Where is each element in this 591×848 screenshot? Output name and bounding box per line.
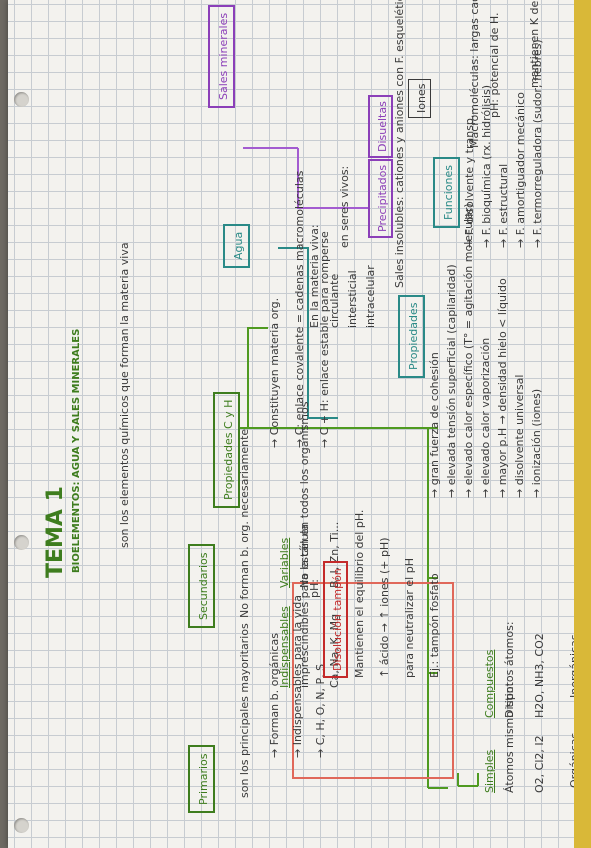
propiedades-ch-box: Propiedades C y H: [213, 391, 240, 508]
prop-agua-7: → ionización (iones): [530, 388, 543, 498]
simples-example: O2, Cl2, I2: [533, 735, 546, 793]
ch-prop-1: → Constituyen materia org.: [268, 297, 281, 448]
propiedades-agua-label: Propiedades: [407, 302, 420, 370]
rotated-notes: TEMA 1 BIOELEMENTOS: AGUA Y SALES MINERA…: [8, 0, 591, 848]
tampon-line-4: Ej.: tampón fosfato: [428, 573, 441, 678]
prop-agua-5: → mayor p.H → densidad hielo < líquido: [496, 278, 509, 498]
funciones-label: Funciones: [442, 165, 455, 220]
intro-text: son los elementos químicos que forman la…: [118, 242, 131, 548]
primarios-box: Primarios: [188, 745, 215, 813]
notebook-binding: [574, 0, 591, 848]
binder-hole: [14, 818, 29, 833]
materia-item-2: intersticial: [346, 270, 359, 328]
binder-hole: [14, 535, 29, 550]
variables-label: Variables: [278, 537, 291, 588]
prop-agua-1: → gran fuerza de cohesión: [428, 352, 441, 498]
secundarios-box: Secundarios: [188, 544, 215, 628]
agua-box: Agua: [223, 223, 250, 268]
tampon-label: Disolución tampón: [331, 568, 344, 671]
funcion-4: → F. amortiguador mecánico: [514, 92, 527, 248]
iones-label: Iones: [415, 83, 428, 113]
prop-agua-2: → elevada tensión superficial (capilarid…: [445, 264, 458, 498]
macro-note: Macromoléculas: largas cadenas de C: [468, 0, 481, 148]
sales-precip: Sales insolubles: cationes y aniones con…: [393, 0, 406, 288]
tampon-line-1: Mantienen el equilibrio del pH.: [353, 509, 366, 678]
compuestos-desc: Distintos átomos:: [503, 621, 516, 718]
tampon-box: Disolución tampón: [323, 561, 348, 678]
tampon-lead: pH:: [308, 579, 321, 598]
sales-box: Sales minerales: [208, 4, 235, 108]
tampon-line-3: para neutralizar el pH: [403, 558, 416, 678]
prop-agua-6: → disolvente universal: [513, 374, 526, 498]
secundarios-label: Secundarios: [197, 552, 210, 620]
propiedades-ch-label: Propiedades C y H: [222, 399, 235, 500]
sales-label: Sales minerales: [217, 12, 230, 100]
agua-label: Agua: [232, 231, 245, 260]
precipitados-box: Precipitados: [368, 158, 393, 238]
mantener-note: mantienen K de pH (efecto tampón): [528, 0, 541, 88]
simples-label: Simples: [483, 749, 496, 793]
page-title: TEMA 1: [43, 486, 68, 578]
disueltas-label: Disueltas: [376, 101, 389, 152]
indispensables-label: Indispensables: [278, 606, 291, 688]
iones-box: Iones: [408, 78, 431, 118]
funcion-3: → F. estructural: [497, 163, 510, 248]
disueltas-box: Disueltas: [368, 95, 393, 158]
notebook-page: TEMA 1 BIOELEMENTOS: AGUA Y SALES MINERA…: [8, 0, 581, 848]
precipitados-label: Precipitados: [376, 164, 389, 232]
funciones-box: Funciones: [433, 157, 460, 228]
compuestos-label: Compuestos: [483, 649, 496, 718]
propiedades-agua-box: Propiedades: [398, 294, 425, 378]
page-subtitle: BIOELEMENTOS: AGUA Y SALES MINERALES: [71, 328, 82, 573]
binder-hole: [14, 92, 29, 107]
tampon-line-2: ↑ ácido → ↑ iones (+ pH): [378, 537, 391, 679]
primarios-desc: son los principales mayoritarios: [238, 623, 251, 798]
ph-note: pH: potencial de H.: [488, 12, 501, 118]
primarios-label: Primarios: [197, 753, 210, 805]
materia-viva: En la materia viva:: [308, 224, 321, 328]
compuestos-example: H2O, NH3, CO2: [533, 633, 546, 718]
ch-prop-2: → C: enlace covalente = cadenas macromol…: [293, 170, 306, 448]
sales-vivos: en seres vivos:: [338, 165, 351, 248]
connector-lines: [238, 147, 479, 789]
prop-agua-4: → elevado calor vaporización: [479, 337, 492, 498]
materia-item-3: intracelular: [364, 265, 377, 328]
materia-item-1: circulante: [328, 273, 341, 328]
